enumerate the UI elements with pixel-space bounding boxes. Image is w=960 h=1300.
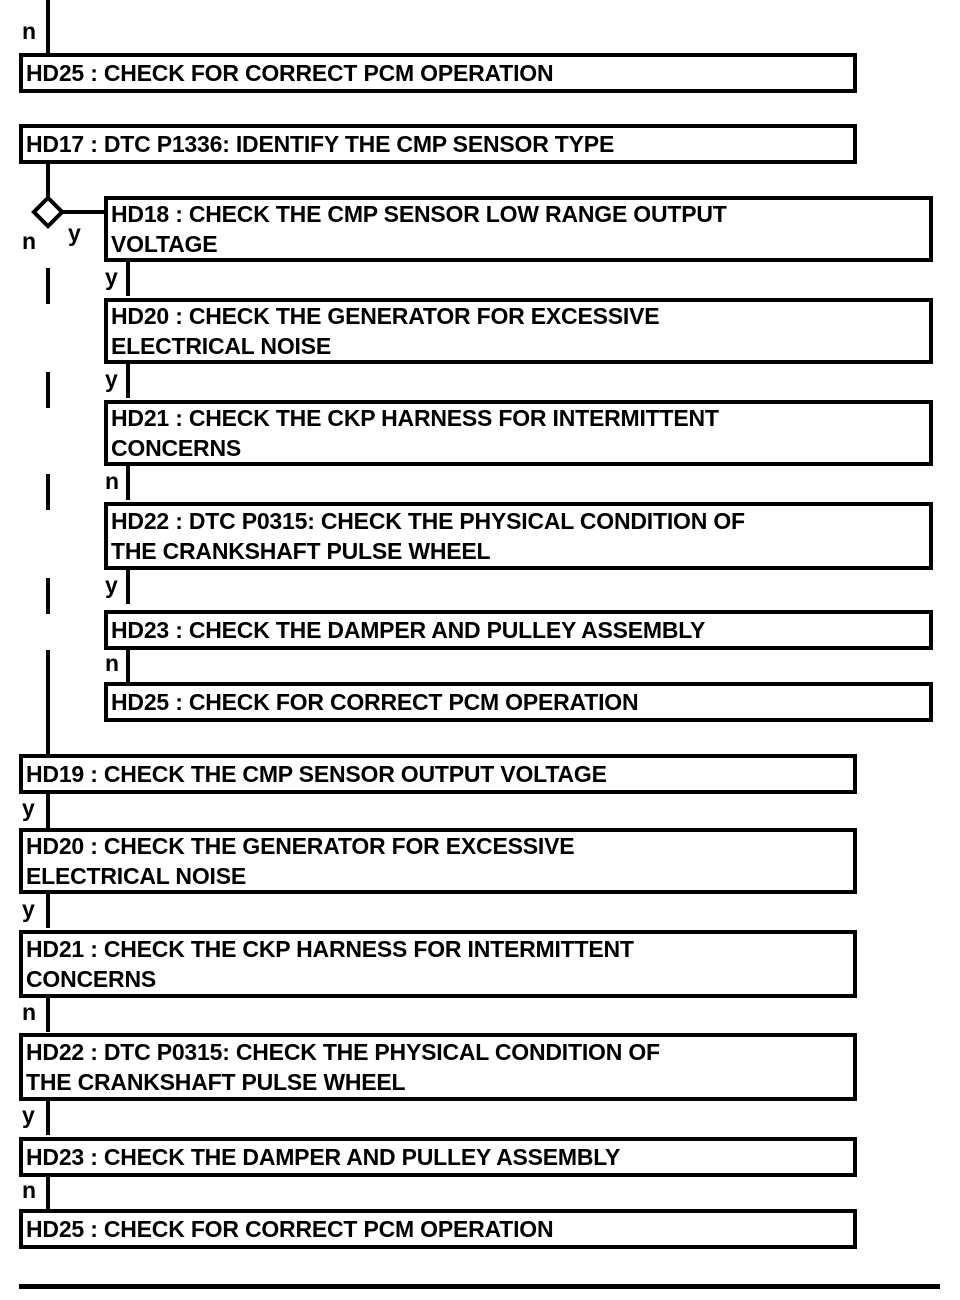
connector-hd22a-to-hd23a (126, 570, 130, 604)
connector-hd21a-to-hd22a (126, 466, 130, 500)
branch-label-hd20b-yes: y (22, 896, 35, 922)
branch-label-entry: n (22, 18, 37, 44)
connector-hd22b-to-hd23b (46, 1101, 50, 1135)
branch-label-hd21a-no: n (105, 468, 120, 494)
branch-label-decision-no: n (22, 228, 37, 254)
bottom-divider (19, 1284, 940, 1289)
branch-label-hd23a-no: n (105, 650, 120, 676)
branch-label-hd19-yes: y (22, 795, 35, 821)
connector-hd21b-to-hd22b (46, 998, 50, 1032)
node-hd22-main[interactable]: HD22 : DTC P0315: CHECK THE PHYSICAL CON… (19, 1033, 857, 1101)
connector-hd18-to-hd20a (126, 262, 130, 296)
node-hd20-nested[interactable]: HD20 : CHECK THE GENERATOR FOR EXCESSIVE… (104, 298, 933, 364)
branch-label-hd22a-yes: y (105, 572, 118, 598)
connector-hd23a-to-hd25a (126, 650, 130, 682)
node-label: HD23 : CHECK THE DAMPER AND PULLEY ASSEM… (111, 617, 706, 643)
node-hd23-main[interactable]: HD23 : CHECK THE DAMPER AND PULLEY ASSEM… (19, 1137, 857, 1177)
node-hd17[interactable]: HD17 : DTC P1336: IDENTIFY THE CMP SENSO… (19, 124, 857, 164)
node-hd21-main[interactable]: HD21 : CHECK THE CKP HARNESS FOR INTERMI… (19, 930, 857, 998)
node-label: HD18 : CHECK THE CMP SENSOR LOW RANGE OU… (111, 201, 727, 257)
node-label: HD21 : CHECK THE CKP HARNESS FOR INTERMI… (26, 936, 634, 992)
connector-spine-seg-3 (46, 474, 50, 510)
branch-label-hd18-yes: y (105, 264, 118, 290)
node-label: HD22 : DTC P0315: CHECK THE PHYSICAL CON… (26, 1039, 660, 1095)
node-label: HD20 : CHECK THE GENERATOR FOR EXCESSIVE… (111, 303, 660, 359)
connector-spine-seg-1 (46, 268, 50, 304)
connector-spine-seg-5 (46, 650, 50, 686)
node-label: HD25 : CHECK FOR CORRECT PCM OPERATION (26, 1216, 554, 1242)
node-hd19[interactable]: HD19 : CHECK THE CMP SENSOR OUTPUT VOLTA… (19, 754, 857, 794)
node-label: HD17 : DTC P1336: IDENTIFY THE CMP SENSO… (26, 131, 615, 157)
connector-hd19-to-hd20b (46, 794, 50, 828)
connector-hd23b-to-hd25b (46, 1177, 50, 1209)
branch-label-hd23b-no: n (22, 1177, 37, 1203)
node-hd25-main[interactable]: HD25 : CHECK FOR CORRECT PCM OPERATION (19, 1209, 857, 1249)
connector-spine-seg-2 (46, 372, 50, 408)
node-hd23-nested[interactable]: HD23 : CHECK THE DAMPER AND PULLEY ASSEM… (104, 610, 933, 650)
node-top-hd25[interactable]: HD25 : CHECK FOR CORRECT PCM OPERATION (19, 53, 857, 93)
node-label: HD20 : CHECK THE GENERATOR FOR EXCESSIVE… (26, 833, 575, 889)
node-label: HD25 : CHECK FOR CORRECT PCM OPERATION (111, 689, 639, 715)
node-label: HD22 : DTC P0315: CHECK THE PHYSICAL CON… (111, 508, 745, 564)
node-hd25-nested[interactable]: HD25 : CHECK FOR CORRECT PCM OPERATION (104, 682, 933, 722)
node-label: HD19 : CHECK THE CMP SENSOR OUTPUT VOLTA… (26, 761, 607, 787)
branch-label-hd21b-no: n (22, 999, 37, 1025)
connector-entry (46, 0, 50, 55)
connector-hd17-to-decision (46, 164, 50, 200)
node-hd18[interactable]: HD18 : CHECK THE CMP SENSOR LOW RANGE OU… (104, 196, 933, 262)
connector-spine-to-hd19 (46, 686, 50, 756)
node-label: HD21 : CHECK THE CKP HARNESS FOR INTERMI… (111, 405, 719, 461)
connector-hd20a-to-hd21a (126, 364, 130, 398)
branch-label-decision-yes: y (68, 220, 81, 246)
connector-spine-seg-4 (46, 578, 50, 614)
node-hd20-main[interactable]: HD20 : CHECK THE GENERATOR FOR EXCESSIVE… (19, 828, 857, 894)
branch-label-hd22b-yes: y (22, 1102, 35, 1128)
node-label: HD25 : CHECK FOR CORRECT PCM OPERATION (26, 60, 554, 86)
connector-decision-to-hd18 (60, 210, 106, 214)
branch-label-hd20a-yes: y (105, 366, 118, 392)
node-hd21-nested[interactable]: HD21 : CHECK THE CKP HARNESS FOR INTERMI… (104, 400, 933, 466)
node-hd22-nested[interactable]: HD22 : DTC P0315: CHECK THE PHYSICAL CON… (104, 502, 933, 570)
connector-hd20b-to-hd21b (46, 894, 50, 928)
node-label: HD23 : CHECK THE DAMPER AND PULLEY ASSEM… (26, 1144, 621, 1170)
